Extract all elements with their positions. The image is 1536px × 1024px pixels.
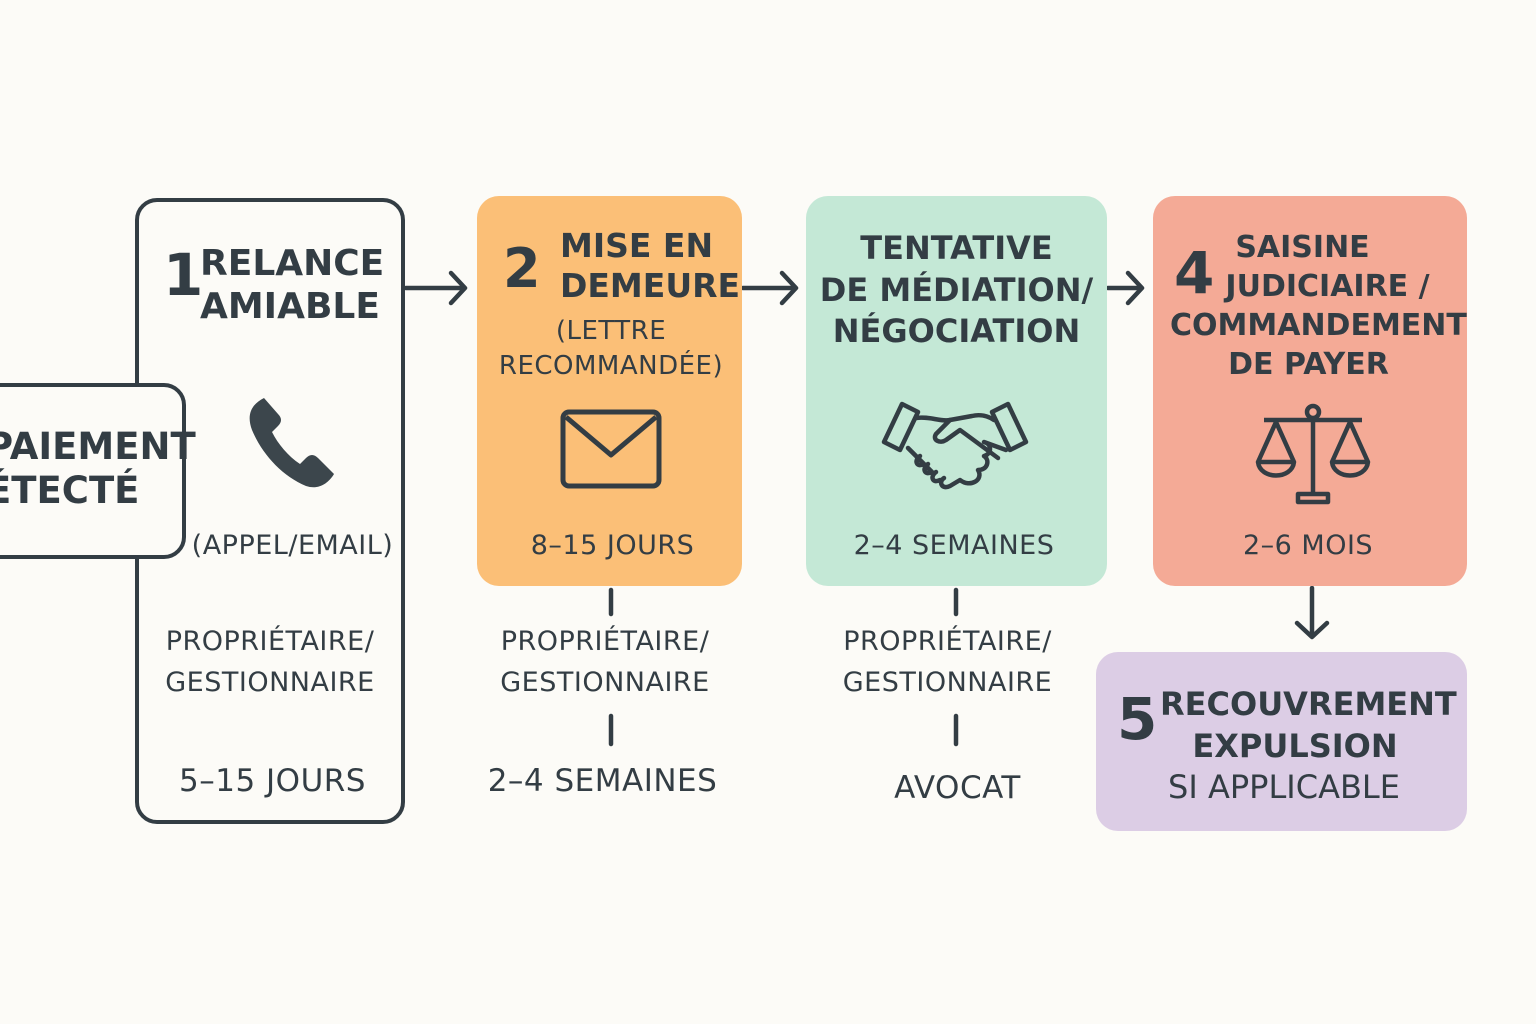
step-5-box bbox=[1096, 652, 1467, 831]
step-5-number: 5 bbox=[1117, 685, 1158, 753]
arrow-right-icon bbox=[1105, 270, 1145, 306]
step-5-title: RECOUVREMENT EXPULSION SI APPLICABLE bbox=[1160, 684, 1457, 809]
step-3-title: TENTATIVE DE MÉDIATION/ NÉGOCIATION bbox=[806, 228, 1107, 353]
actor-line: GESTIONNAIRE bbox=[500, 666, 710, 698]
title-line: SI APPLICABLE bbox=[1168, 768, 1400, 807]
step-1-subtitle: (APPEL/EMAIL) bbox=[191, 530, 394, 561]
title-line: COMMANDEMENT bbox=[1170, 308, 1467, 343]
step-3-box bbox=[806, 196, 1107, 586]
actor-line: PROPRIÉTAIRE/ bbox=[165, 626, 375, 657]
step-2-actor: PROPRIÉTAIRE/ GESTIONNAIRE bbox=[470, 622, 740, 703]
arrow-right-icon bbox=[403, 270, 468, 306]
title-line: RECOUVREMENT bbox=[1160, 685, 1457, 723]
envelope-icon bbox=[560, 409, 662, 489]
handshake-icon bbox=[881, 401, 1029, 490]
step-3-actor: PROPRIÉTAIRE/ GESTIONNAIRE bbox=[815, 622, 1080, 703]
title-line: AMIABLE bbox=[200, 286, 380, 328]
step-4-number: 4 bbox=[1174, 239, 1215, 307]
step-3-actor-2: AVOCAT bbox=[894, 770, 1021, 806]
step-4-duration: 2–6 MOIS bbox=[1242, 530, 1374, 561]
title-line: NÉGOCIATION bbox=[832, 312, 1081, 351]
step-2-title: MISE EN DEMEURE bbox=[548, 226, 740, 305]
title-line: JUDICIAIRE / bbox=[1225, 269, 1430, 304]
phone-icon bbox=[249, 398, 334, 488]
step-2-subtitle: (LETTRE RECOMMANDÉE) bbox=[480, 314, 742, 384]
arrow-right-icon bbox=[740, 270, 799, 306]
title-line: DEMEURE bbox=[560, 265, 741, 305]
start-box bbox=[0, 383, 186, 559]
arrow-down-icon bbox=[1294, 585, 1330, 640]
title-line: RELANCE bbox=[200, 243, 385, 284]
step-3-duration: 2–4 SEMAINES bbox=[853, 530, 1055, 561]
step-4-title: SAISINE JUDICIAIRE / COMMANDEMENT DE PAY… bbox=[1170, 228, 1467, 384]
start-title: PAIEMENT ÉTECTÉ bbox=[0, 425, 196, 514]
actor-line: PROPRIÉTAIRE/ bbox=[500, 626, 710, 657]
step-1-actor: PROPRIÉTAIRE/ GESTIONNAIRE bbox=[140, 622, 400, 703]
title-line: PAIEMENT bbox=[0, 425, 196, 468]
title-line: SAISINE bbox=[1235, 230, 1370, 265]
scales-icon bbox=[1255, 403, 1371, 505]
step-1-number: 1 bbox=[163, 241, 204, 309]
title-line: DE PAYER bbox=[1228, 347, 1389, 382]
title-line: TENTATIVE bbox=[860, 229, 1053, 267]
title-line: EXPULSION bbox=[1192, 726, 1398, 765]
step-2-duration: 8–15 JOURS bbox=[530, 530, 695, 561]
title-line: MISE EN bbox=[560, 226, 714, 265]
title-line: DE MÉDIATION/ bbox=[819, 270, 1094, 309]
subtitle-line: (LETTRE bbox=[555, 316, 667, 346]
subtitle-line: RECOMMANDÉE) bbox=[498, 351, 724, 382]
step-2-number: 2 bbox=[503, 237, 541, 300]
actor-line: GESTIONNAIRE bbox=[842, 666, 1053, 698]
step-1-duration: 5–15 JOURS bbox=[179, 763, 366, 799]
step-1-title: RELANCE AMIABLE bbox=[200, 242, 385, 328]
title-line: ÉTECTÉ bbox=[0, 469, 140, 513]
step-4-box bbox=[1153, 196, 1467, 586]
actor-line: PROPRIÉTAIRE/ bbox=[843, 626, 1052, 657]
step-2-box bbox=[477, 196, 742, 586]
step-2-timeframe: 2–4 SEMAINES bbox=[487, 763, 718, 799]
actor-line: GESTIONNAIRE bbox=[165, 666, 375, 698]
